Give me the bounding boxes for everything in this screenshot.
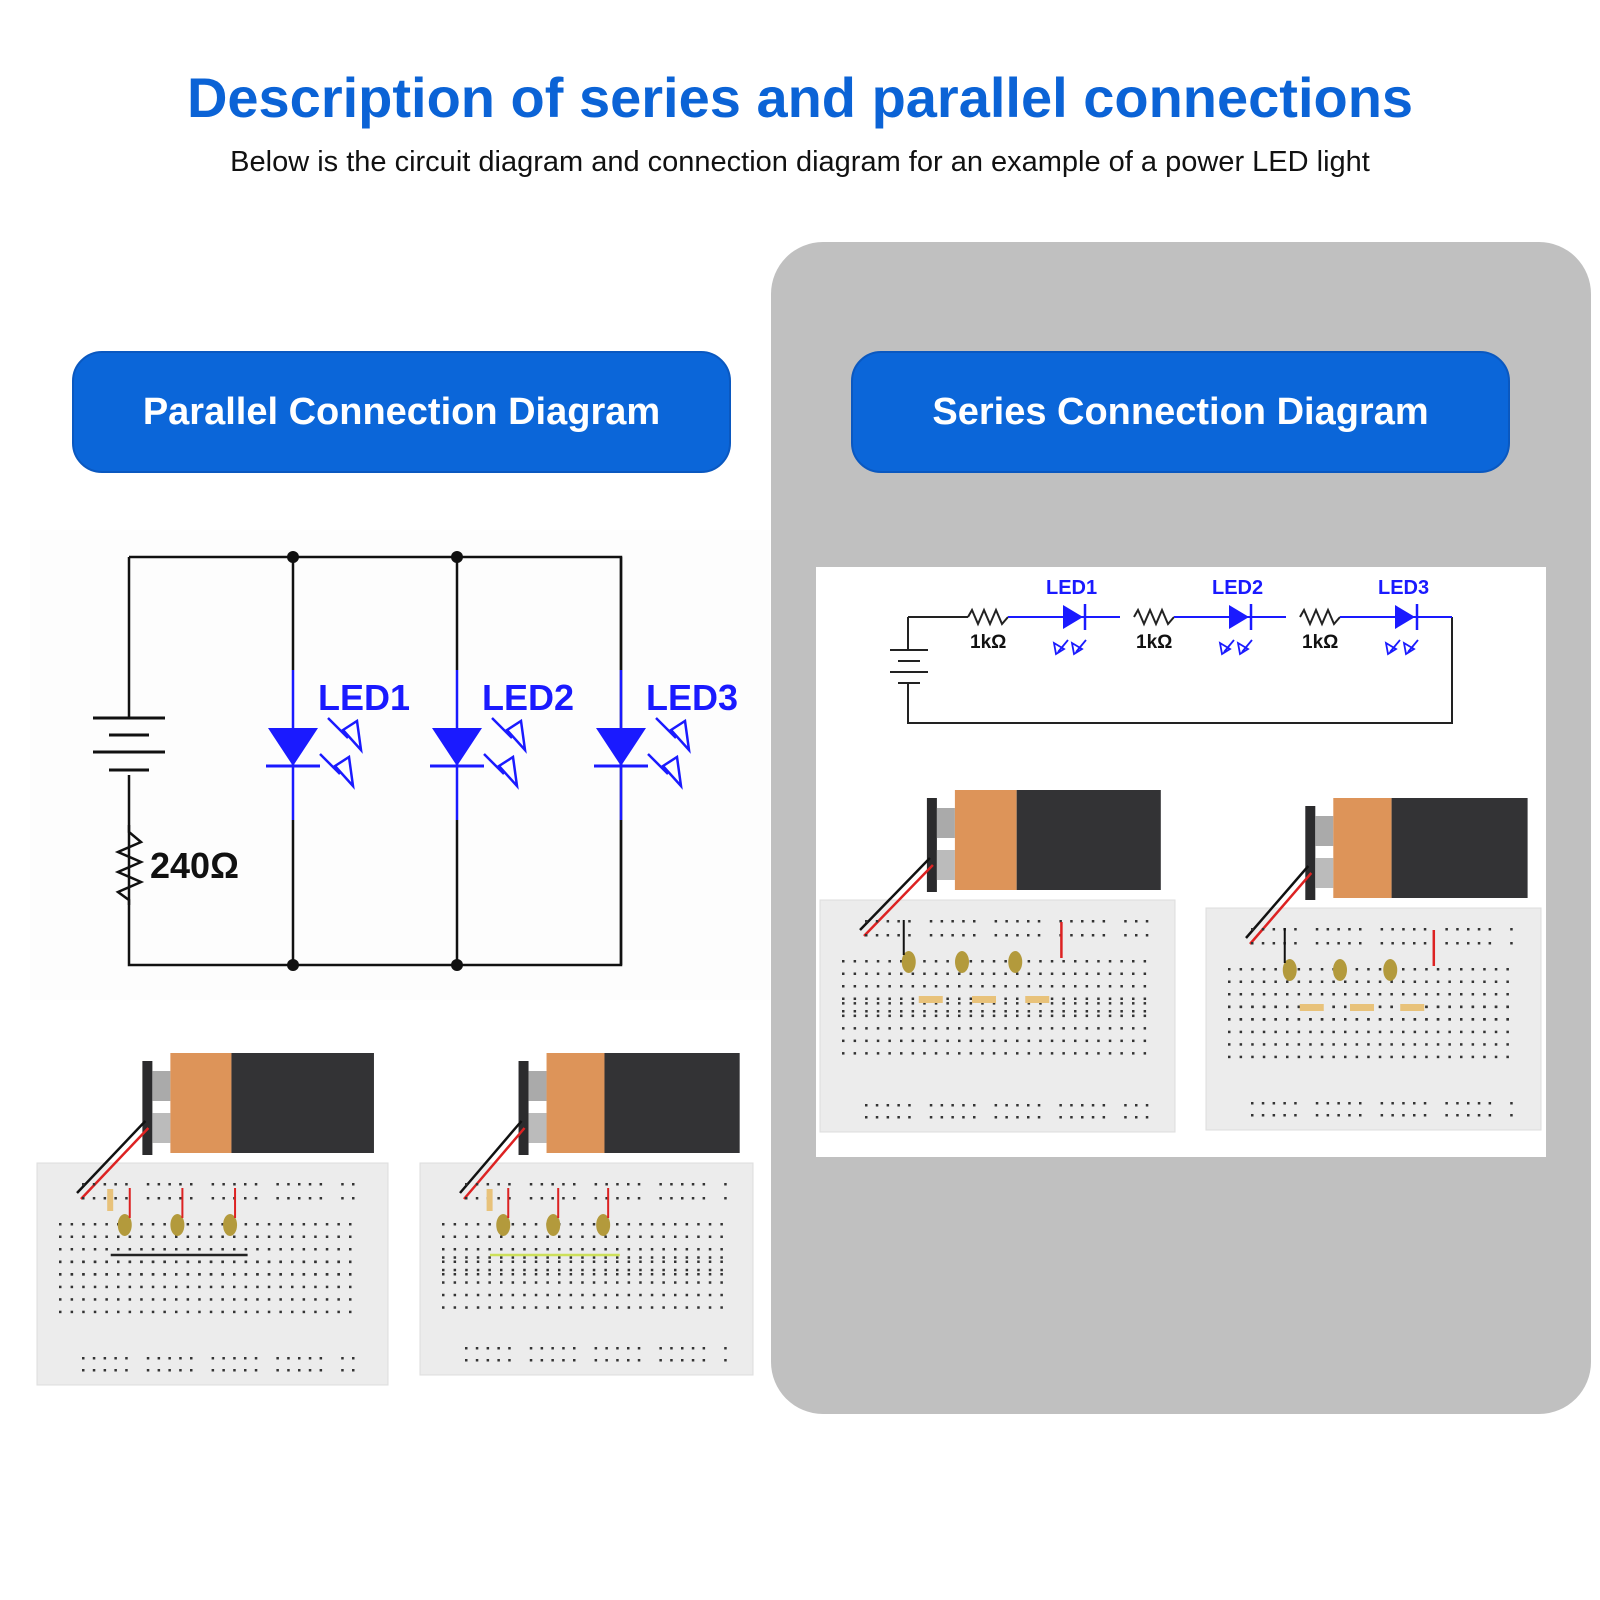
battery-9v	[170, 1053, 232, 1153]
resistor-label: 240Ω	[150, 845, 239, 886]
light-arrow-icon	[333, 754, 355, 790]
resistor-component	[1350, 1004, 1374, 1011]
resistor-component	[918, 996, 943, 1003]
led-component	[170, 1214, 185, 1236]
resistor-component	[107, 1189, 114, 1211]
led-component	[596, 1214, 611, 1236]
battery-symbol	[93, 716, 165, 772]
parallel-connection-button[interactable]: Parallel Connection Diagram	[72, 351, 731, 473]
series-wires	[890, 616, 1453, 724]
led-label: LED1	[318, 677, 410, 718]
led-component	[546, 1214, 561, 1236]
battery-9v	[954, 790, 1017, 890]
led-component	[223, 1214, 238, 1236]
led-label: LED2	[482, 677, 574, 718]
light-arrow-icon	[661, 754, 683, 790]
led-label: LED2	[1212, 577, 1263, 599]
battery-clip	[926, 798, 937, 892]
resistor-component	[972, 996, 996, 1003]
breadboard	[36, 1162, 389, 1386]
battery-9v	[1333, 798, 1392, 898]
parallel-breadboard-1	[36, 1053, 389, 1386]
parallel-schematic: 240Ω LED1 LED2 LED3	[30, 530, 770, 1000]
light-arrow-icon	[669, 718, 691, 754]
led-symbol	[268, 728, 318, 766]
parallel-led-1: LED1	[266, 670, 410, 820]
led-label: LED1	[1046, 577, 1097, 599]
series-stage-1: 1kΩ LED1	[967, 577, 1120, 656]
led-symbol	[432, 728, 482, 766]
resistor-component	[486, 1189, 493, 1211]
led-component	[1333, 959, 1347, 981]
led-symbol	[1395, 605, 1415, 629]
light-arrow-icon	[1236, 641, 1250, 656]
led-component	[955, 951, 969, 973]
page-title: Description of series and parallel conne…	[186, 66, 1414, 129]
resistor-label: 1kΩ	[1136, 632, 1172, 653]
light-arrow-icon	[341, 718, 363, 754]
light-arrow-icon	[1384, 641, 1398, 656]
breadboard	[419, 1162, 754, 1376]
parallel-breadboard-2	[419, 1053, 754, 1376]
resistor-component	[1025, 996, 1050, 1003]
led-label: LED3	[1378, 577, 1429, 599]
led-component	[496, 1214, 511, 1236]
resistor-component	[1400, 1004, 1425, 1011]
resistor-label: 1kΩ	[970, 632, 1006, 653]
series-breadboard-1	[819, 790, 1176, 1133]
light-arrow-icon	[1402, 641, 1416, 656]
led-component	[117, 1214, 132, 1236]
resistor-component	[1299, 1004, 1324, 1011]
series-stage-3: 1kΩ LED3	[1299, 577, 1452, 656]
resistor-symbol	[1299, 607, 1341, 627]
parallel-led-3: LED3	[594, 670, 738, 820]
led-symbol	[596, 728, 646, 766]
battery-clip	[1305, 806, 1316, 900]
battery-clip	[518, 1061, 529, 1155]
led-component	[1383, 959, 1398, 981]
led-component	[1282, 959, 1297, 981]
series-stage-2: 1kΩ LED2	[1133, 577, 1286, 656]
light-arrow-icon	[1070, 641, 1084, 656]
resistor-symbol	[967, 607, 1009, 627]
page-subtitle: Below is the circuit diagram and connect…	[230, 146, 1370, 178]
series-connection-button[interactable]: Series Connection Diagram	[851, 351, 1510, 473]
battery-clip	[142, 1061, 153, 1155]
light-arrow-icon	[497, 754, 519, 790]
light-arrow-icon	[1218, 641, 1232, 656]
resistor-label: 1kΩ	[1302, 632, 1338, 653]
led-component	[901, 951, 916, 973]
light-arrow-icon	[1052, 641, 1066, 656]
led-symbol	[1063, 605, 1083, 629]
light-arrow-icon	[505, 718, 527, 754]
resistor-symbol	[114, 825, 145, 905]
battery-9v	[546, 1053, 605, 1153]
junction-dots	[287, 551, 463, 971]
led-component	[1008, 951, 1023, 973]
resistor-symbol	[1133, 607, 1175, 627]
breadboard	[1205, 907, 1542, 1131]
series-breadboard-2	[1205, 798, 1542, 1131]
led-label: LED3	[646, 677, 738, 718]
parallel-led-2: LED2	[430, 670, 574, 820]
led-symbol	[1229, 605, 1249, 629]
